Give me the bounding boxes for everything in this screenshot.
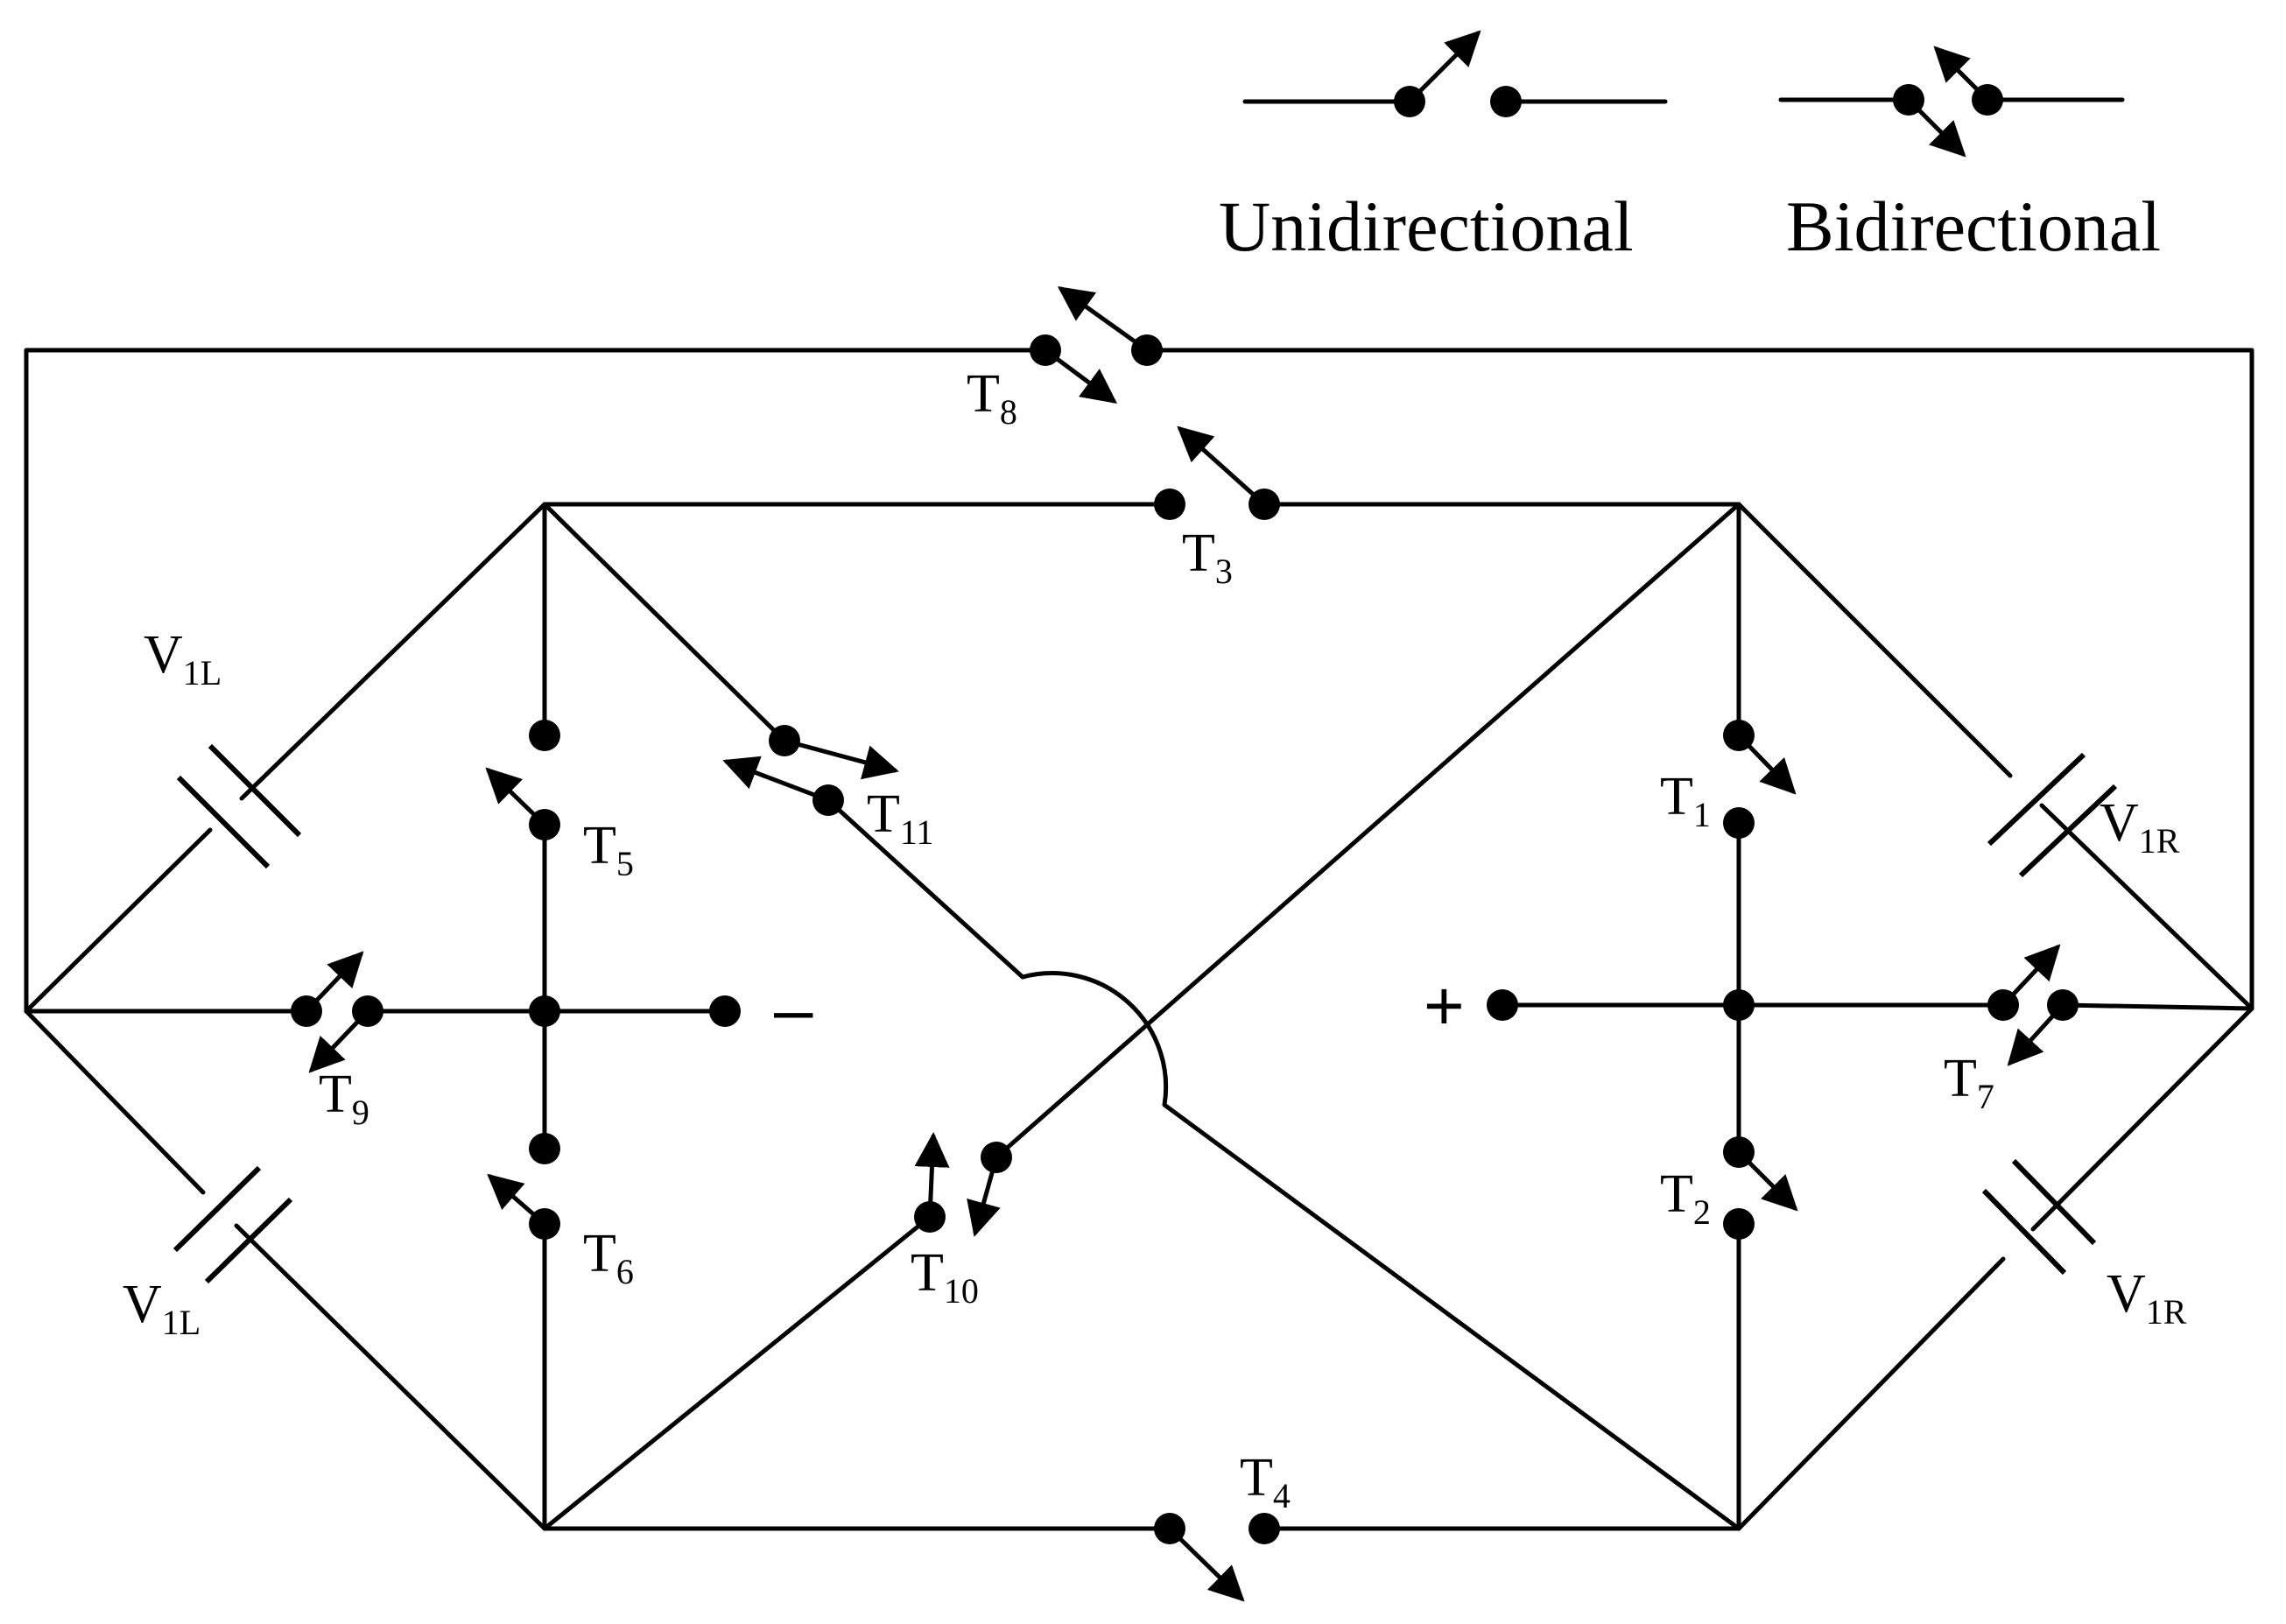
legend: Unidirectional Bidirectional [1219, 30, 2161, 266]
switch-t9 [291, 951, 383, 1073]
switch-t10 [914, 1132, 1012, 1237]
label-t10: T10 [911, 1243, 979, 1311]
label-t8: T8 [967, 364, 1017, 432]
label-t4: T4 [1240, 1448, 1291, 1515]
junctions [529, 989, 1755, 1027]
terminal-negative: – [709, 970, 813, 1048]
wires [24, 348, 2254, 1531]
switch-t11 [722, 725, 899, 816]
terminal-positive: + [1424, 967, 1518, 1044]
label-t2: T2 [1660, 1164, 1711, 1232]
source-v1r-top [1987, 752, 2118, 878]
junction-right [1723, 989, 1755, 1021]
source-v1l-top [176, 743, 302, 869]
label-t11: T11 [867, 784, 933, 852]
label-t9: T9 [319, 1065, 369, 1132]
label-t5: T5 [583, 816, 634, 883]
switch-t7 [1987, 944, 2079, 1066]
label-v1l-bottom: V1L [123, 1275, 200, 1342]
legend-bidirectional-label: Bidirectional [1786, 186, 2161, 266]
source-v1r-bottom [1981, 1158, 2097, 1276]
legend-unidirectional-label: Unidirectional [1219, 186, 1634, 266]
switch-t4 [1154, 1513, 1280, 1602]
label-t1: T1 [1660, 767, 1711, 834]
label-v1r-bottom: V1R [2107, 1264, 2187, 1332]
label-t7: T7 [1944, 1049, 1994, 1116]
legend-unidirectional-symbol [1242, 30, 1668, 117]
label-v1l-top: V1L [144, 625, 222, 692]
switch-t2 [1723, 1136, 1798, 1240]
label-t3: T3 [1182, 524, 1233, 591]
switch-t3 [1154, 425, 1280, 520]
label-t6: T6 [583, 1224, 634, 1291]
switch-t5 [485, 720, 560, 840]
label-v1r-top: V1R [2100, 793, 2180, 861]
switch-t8 [1030, 286, 1163, 404]
source-v1l-bottom [172, 1165, 293, 1284]
junction-left [529, 995, 560, 1027]
negative-sign: – [774, 970, 813, 1048]
switch-t1 [1723, 720, 1797, 839]
switch-t6 [487, 1133, 560, 1240]
positive-sign: + [1424, 967, 1465, 1044]
legend-bidirectional-symbol [1778, 46, 2125, 158]
